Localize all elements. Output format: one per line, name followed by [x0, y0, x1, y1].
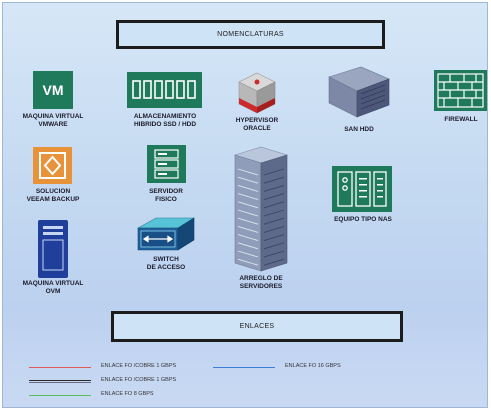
server-label: SERVIDOR FISICO — [127, 188, 205, 204]
server-array-icon — [233, 146, 289, 272]
legend-line-black — [29, 380, 91, 383]
nas-label-1: EQUIPO TIPO NAS — [334, 216, 392, 223]
legend-line-green — [29, 395, 91, 396]
storage-label-2: HIBRIDO SSD / HDD — [133, 121, 197, 128]
legend-text-green: ENLACE FO 8 GBPS — [101, 391, 154, 397]
server-label-1: SERVIDOR — [149, 188, 183, 195]
server-array-label-2: SERVIDORES — [239, 283, 283, 290]
firewall-label-1: FIREWALL — [444, 116, 478, 123]
enlaces-title: ENLACES — [239, 323, 275, 330]
legend-line-red — [29, 367, 91, 368]
vm-vmware-label-1: MAQUINA VIRTUAL — [22, 113, 84, 120]
switch-label: SWITCH DE ACCESO — [131, 256, 201, 272]
vm-icon-text: VM — [42, 82, 64, 98]
switch-label-1: SWITCH — [153, 256, 179, 263]
hypervisor-label: HYPERVISOR ORACLE — [219, 117, 295, 133]
firewall-label: FIREWALL — [433, 116, 487, 124]
legend-text-black: ENLACE FO /COBRE 1 GBPS — [101, 377, 177, 383]
switch-label-2: DE ACCESO — [146, 264, 186, 271]
nas-label: EQUIPO TIPO NAS — [319, 216, 407, 224]
nas-icon — [332, 166, 392, 212]
veeam-icon — [33, 147, 72, 184]
san-hdd-label-1: SAN HDD — [344, 126, 374, 133]
vm-icon: VM — [33, 71, 73, 109]
server-array-label-1: ARREGLO DE — [239, 275, 283, 282]
veeam-label-1: SOLUCION — [35, 188, 71, 195]
firewall-icon — [434, 70, 487, 111]
hypervisor-icon — [238, 72, 276, 114]
switch-icon — [136, 217, 196, 251]
vm-ovm-label-2: OVM — [45, 288, 61, 295]
nomenclaturas-banner: NOMENCLATURAS — [116, 20, 385, 49]
storage-label: ALMACENAMIENTO HIBRIDO SSD / HDD — [115, 113, 215, 129]
san-hdd-icon — [328, 66, 390, 118]
veeam-label-2: VEEAM BACKUP — [26, 196, 80, 203]
vm-vmware-label-2: VMWARE — [38, 121, 68, 128]
server-icon — [147, 145, 186, 183]
legend-line-blue — [213, 367, 275, 368]
nomenclaturas-title: NOMENCLATURAS — [217, 31, 284, 38]
hypervisor-label-2: ORACLE — [243, 125, 271, 132]
san-hdd-label: SAN HDD — [323, 126, 395, 134]
vm-ovm-label: MAQUINA VIRTUAL OVM — [7, 280, 99, 296]
diagram-canvas: NOMENCLATURAS VM MAQUINA VIRTUAL VMWARE … — [2, 2, 488, 408]
hypervisor-label-1: HYPERVISOR — [235, 117, 279, 124]
enlaces-banner: ENLACES — [111, 311, 403, 342]
server-array-label: ARREGLO DE SERVIDORES — [223, 275, 299, 291]
vm-ovm-icon — [38, 220, 68, 278]
veeam-label: SOLUCION VEEAM BACKUP — [9, 188, 97, 204]
storage-label-1: ALMACENAMIENTO — [133, 113, 197, 120]
vm-ovm-label-1: MAQUINA VIRTUAL — [22, 280, 84, 287]
server-label-2: FISICO — [155, 196, 177, 203]
vm-vmware-label: MAQUINA VIRTUAL VMWARE — [7, 113, 99, 129]
storage-icon — [127, 72, 202, 108]
legend-text-red: ENLACE FO /COBRE 1 GBPS — [101, 363, 177, 369]
legend-text-blue: ENLACE FO 16 GBPS — [285, 363, 341, 369]
